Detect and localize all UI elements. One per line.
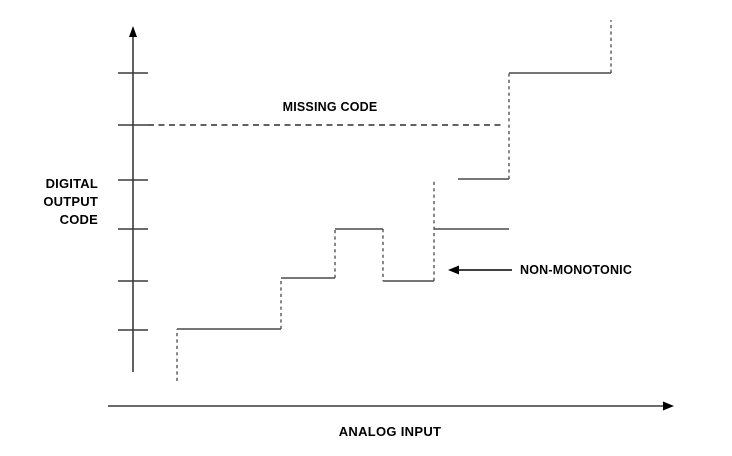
x-axis-title: ANALOG INPUT [339, 424, 442, 439]
non-monotonic-annotation: NON-MONOTONIC [448, 263, 632, 277]
y-axis-tick-marks [118, 72, 148, 331]
y-axis-title-line-3: CODE [60, 212, 98, 227]
missing-code-annotation: MISSING CODE [148, 100, 505, 126]
non-monotonic-label: NON-MONOTONIC [520, 263, 632, 277]
y-axis-group [118, 26, 148, 372]
y-axis-title-line-2: OUTPUT [43, 194, 98, 209]
x-axis-group [108, 401, 674, 411]
axis-titles: DIGITAL OUTPUT CODE ANALOG INPUT [43, 176, 441, 439]
y-axis-title-line-1: DIGITAL [46, 176, 98, 191]
missing-code-label: MISSING CODE [283, 100, 378, 114]
step-risers [176, 20, 612, 381]
x-axis-arrow-icon [663, 401, 674, 411]
transfer-function-curve [176, 20, 612, 381]
step-treads [177, 72, 611, 330]
non-monotonic-arrow-icon [448, 265, 459, 275]
y-axis-arrow-icon [129, 26, 137, 37]
